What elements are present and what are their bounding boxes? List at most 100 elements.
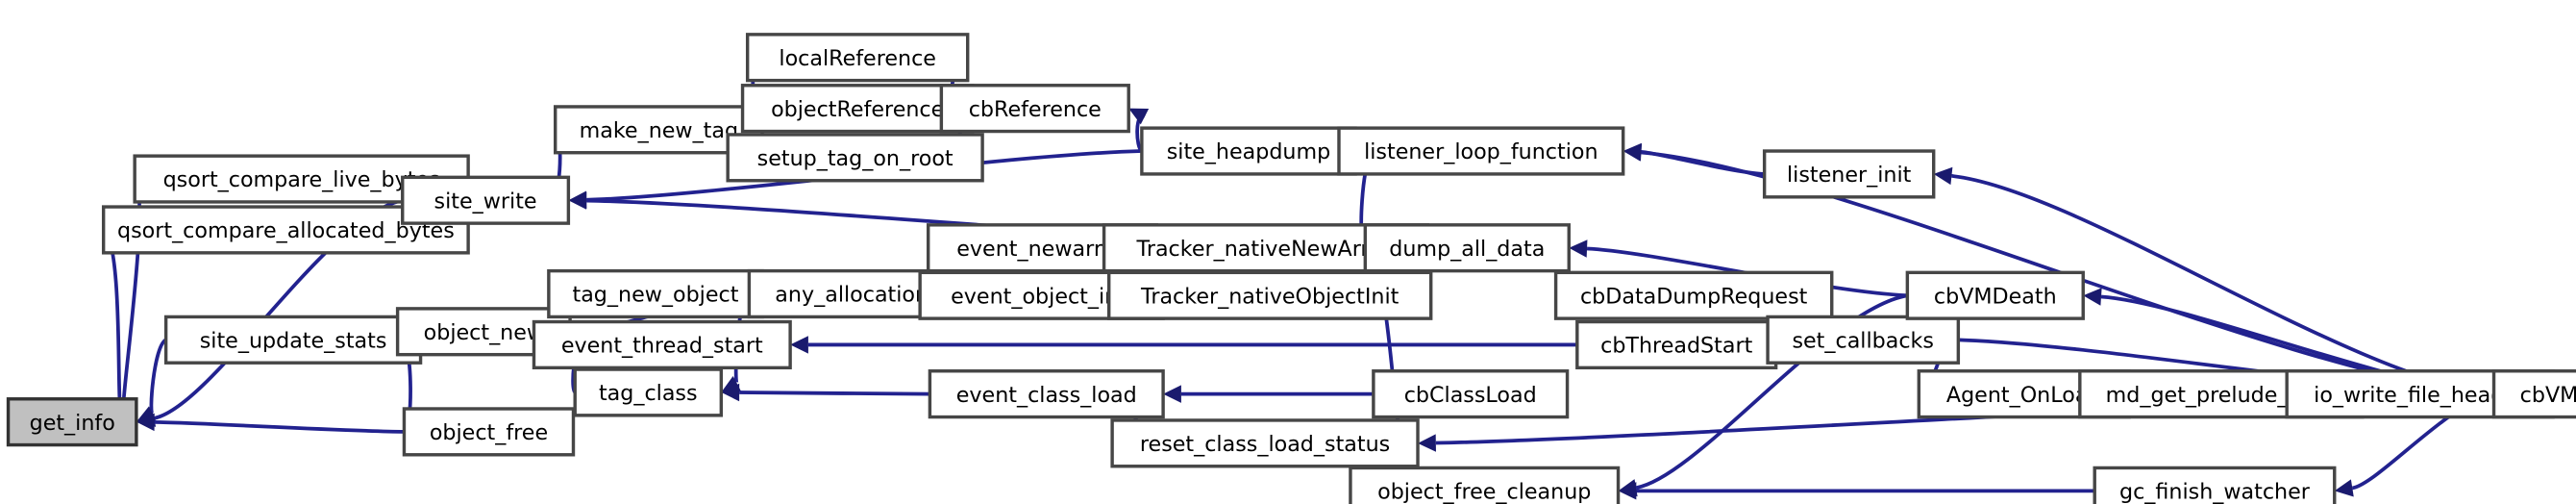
graph-node-event_class_load[interactable]: event_class_load bbox=[928, 369, 1165, 419]
graph-node-tag_new_object[interactable]: tag_new_object bbox=[547, 268, 764, 319]
node-label-object_free_cleanup: object_free_cleanup bbox=[1377, 480, 1591, 504]
graph-node-Tracker_nativeObjectInit[interactable]: Tracker_nativeObjectInit bbox=[1106, 270, 1433, 320]
node-label-site_update_stats: site_update_stats bbox=[200, 329, 387, 354]
arrow-head-icon bbox=[136, 413, 155, 432]
graph-node-localReference[interactable]: localReference bbox=[745, 33, 970, 83]
graph-node-cbVMInit[interactable]: cbVMInit bbox=[2491, 369, 2576, 419]
node-box-set_callbacks[interactable] bbox=[1766, 315, 1961, 365]
node-label-tag_class: tag_class bbox=[599, 381, 698, 406]
graph-node-objectReference[interactable]: objectReference bbox=[740, 84, 975, 134]
node-label-cbVMDeath: cbVMDeath bbox=[1934, 284, 2057, 309]
node-label-any_allocation: any_allocation bbox=[775, 283, 929, 308]
node-box-cbReference[interactable] bbox=[939, 84, 1130, 134]
node-label-Tracker_nativeObjectInit: Tracker_nativeObjectInit bbox=[1140, 284, 1399, 309]
node-label-localReference: localReference bbox=[779, 46, 936, 71]
node-label-event_object_init: event_object_init bbox=[951, 284, 1132, 309]
node-box-localReference[interactable] bbox=[745, 33, 970, 83]
graph-node-qsort_compare_allocated_bytes[interactable]: qsort_compare_allocated_bytes bbox=[101, 205, 470, 255]
node-box-event_class_load[interactable] bbox=[928, 369, 1165, 419]
node-box-get_info[interactable] bbox=[6, 397, 138, 447]
graph-node-tag_class[interactable]: tag_class bbox=[573, 367, 724, 417]
node-box-Tracker_nativeObjectInit[interactable] bbox=[1106, 270, 1433, 320]
node-box-cbVMInit[interactable] bbox=[2491, 369, 2576, 419]
graph-node-object_free[interactable]: object_free bbox=[402, 407, 576, 457]
graph-node-make_new_tag[interactable]: make_new_tag bbox=[553, 105, 764, 155]
arrow-head-icon bbox=[2083, 288, 2102, 306]
node-box-cbVMDeath[interactable] bbox=[1905, 270, 2085, 320]
node-label-listener_loop_function: listener_loop_function bbox=[1364, 139, 1598, 164]
graph-node-setup_tag_on_root[interactable]: setup_tag_on_root bbox=[726, 133, 984, 183]
graph-node-site_update_stats[interactable]: site_update_stats bbox=[163, 315, 423, 365]
node-box-tag_class[interactable] bbox=[573, 367, 724, 417]
node-label-cbVMInit: cbVMInit bbox=[2520, 383, 2576, 408]
node-label-object_free: object_free bbox=[430, 420, 548, 445]
arrow-head-icon bbox=[1163, 385, 1181, 403]
node-label-qsort_compare_live_bytes: qsort_compare_live_bytes bbox=[163, 167, 440, 192]
node-layer: get_info qsort_compare_live_bytes qsort_co… bbox=[6, 33, 2576, 504]
node-box-site_write[interactable] bbox=[401, 175, 571, 225]
graph-node-cbThreadStart[interactable]: cbThreadStart bbox=[1575, 319, 1778, 370]
node-box-setup_tag_on_root[interactable] bbox=[726, 133, 984, 183]
call-edge bbox=[154, 419, 405, 434]
graph-node-cbClassLoad[interactable]: cbClassLoad bbox=[1372, 369, 1570, 419]
node-label-get_info: get_info bbox=[30, 411, 115, 436]
graph-node-listener_init[interactable]: listener_init bbox=[1762, 149, 1936, 199]
node-label-site_write: site_write bbox=[434, 189, 537, 214]
graph-node-dump_all_data[interactable]: dump_all_data bbox=[1363, 223, 1571, 273]
graph-node-set_callbacks[interactable]: set_callbacks bbox=[1766, 315, 1961, 365]
graph-node-gc_finish_watcher[interactable]: gc_finish_watcher bbox=[2093, 466, 2337, 504]
node-box-cbClassLoad[interactable] bbox=[1372, 369, 1570, 419]
node-box-dump_all_data[interactable] bbox=[1363, 223, 1571, 273]
node-box-object_free_cleanup[interactable] bbox=[1349, 466, 1621, 504]
graph-node-site_write[interactable]: site_write bbox=[401, 175, 571, 225]
node-box-cbDataDumpRequest[interactable] bbox=[1553, 270, 1834, 320]
graph-node-event_thread_start[interactable]: event_thread_start bbox=[532, 319, 792, 370]
graph-node-site_heapdump[interactable]: site_heapdump bbox=[1140, 126, 1357, 176]
arrow-head-icon bbox=[1933, 166, 1953, 186]
graph-node-object_free_cleanup[interactable]: object_free_cleanup bbox=[1349, 466, 1621, 504]
call-edge bbox=[739, 391, 930, 396]
node-label-io_write_file_header: io_write_file_header bbox=[2314, 383, 2527, 408]
arrow-head-icon bbox=[1618, 479, 1638, 497]
arrow-head-icon bbox=[2334, 479, 2354, 497]
arrow-head-icon bbox=[568, 191, 587, 210]
node-box-event_thread_start[interactable] bbox=[532, 319, 792, 370]
node-label-Tracker_nativeNewArray: Tracker_nativeNewArray bbox=[1136, 237, 1396, 262]
node-label-dump_all_data: dump_all_data bbox=[1389, 237, 1545, 262]
node-box-gc_finish_watcher[interactable] bbox=[2093, 466, 2337, 504]
node-label-listener_init: listener_init bbox=[1787, 163, 1912, 188]
node-label-make_new_tag: make_new_tag bbox=[580, 118, 738, 143]
graph-node-cbVMDeath[interactable]: cbVMDeath bbox=[1905, 270, 2085, 320]
node-label-reset_class_load_status: reset_class_load_status bbox=[1140, 432, 1390, 457]
node-label-Agent_OnLoad: Agent_OnLoad bbox=[1946, 383, 2102, 408]
graph-node-listener_loop_function[interactable]: listener_loop_function bbox=[1337, 126, 1625, 176]
graph-node-cbDataDumpRequest[interactable]: cbDataDumpRequest bbox=[1553, 270, 1834, 320]
arrow-head-icon bbox=[1418, 434, 1436, 452]
graph-node-cbReference[interactable]: cbReference bbox=[939, 84, 1130, 134]
node-label-event_newarray: event_newarray bbox=[956, 237, 1127, 262]
node-box-reset_class_load_status[interactable] bbox=[1110, 418, 1420, 468]
node-label-cbThreadStart: cbThreadStart bbox=[1600, 334, 1752, 359]
node-label-gc_finish_watcher: gc_finish_watcher bbox=[2119, 480, 2311, 504]
node-label-event_thread_start: event_thread_start bbox=[561, 334, 763, 359]
call-edge bbox=[149, 338, 167, 416]
call-edge bbox=[102, 228, 124, 415]
node-box-object_free[interactable] bbox=[402, 407, 576, 457]
arrow-head-icon bbox=[1569, 239, 1588, 258]
arrow-head-icon bbox=[790, 336, 808, 354]
node-box-listener_loop_function[interactable] bbox=[1337, 126, 1625, 176]
node-label-cbClassLoad: cbClassLoad bbox=[1404, 383, 1537, 408]
node-label-qsort_compare_allocated_bytes: qsort_compare_allocated_bytes bbox=[117, 218, 455, 243]
arrow-head-icon bbox=[1128, 108, 1150, 125]
node-label-object_new: object_new bbox=[424, 320, 544, 345]
node-label-objectReference: objectReference bbox=[771, 97, 944, 122]
node-label-event_class_load: event_class_load bbox=[956, 383, 1137, 408]
node-box-listener_init[interactable] bbox=[1762, 149, 1936, 199]
node-label-tag_new_object: tag_new_object bbox=[572, 283, 738, 308]
node-box-site_heapdump[interactable] bbox=[1140, 126, 1357, 176]
graph-node-get_info[interactable]: get_info bbox=[6, 397, 138, 447]
node-label-set_callbacks: set_callbacks bbox=[1792, 329, 1934, 354]
graph-node-reset_class_load_status[interactable]: reset_class_load_status bbox=[1110, 418, 1420, 468]
